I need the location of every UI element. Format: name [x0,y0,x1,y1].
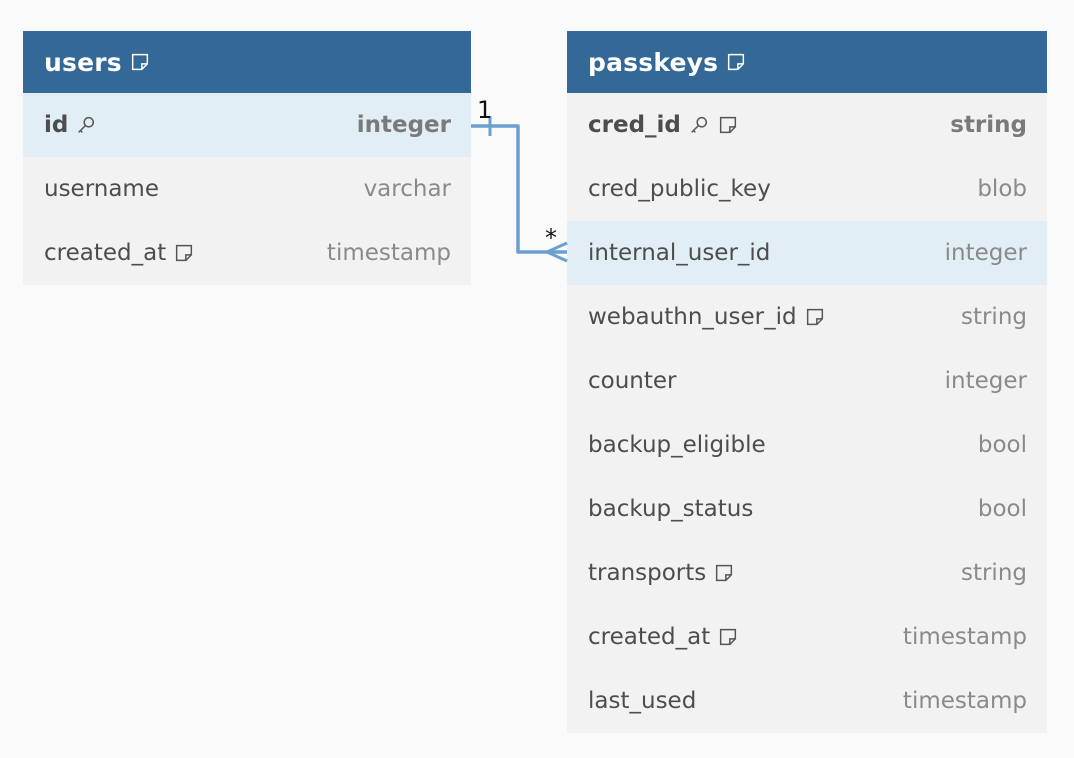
column-type: bool [977,496,1027,522]
table-row[interactable]: last_used timestamp [567,669,1047,733]
column-name: id [44,112,69,138]
table-title: passkeys [588,47,719,77]
column-type: integer [356,112,451,138]
note-icon[interactable] [725,51,747,73]
column-type: blob [977,176,1027,202]
table-header-passkeys[interactable]: passkeys [567,31,1047,93]
column-name: internal_user_id [588,240,771,266]
table-users[interactable]: users id integer username varchar create… [23,31,471,285]
table-row[interactable]: internal_user_id integer [567,221,1047,285]
key-icon [75,114,97,136]
column-type: bool [977,432,1027,458]
column-type: timestamp [326,240,451,266]
table-row[interactable]: backup_status bool [567,477,1047,541]
column-name: cred_id [588,112,681,138]
column-type: string [960,560,1027,586]
column-name: counter [588,368,677,394]
table-row[interactable]: counter integer [567,349,1047,413]
key-icon [688,114,710,136]
column-type: timestamp [902,688,1027,714]
cardinality-many: * [545,224,557,252]
table-row[interactable]: transports string [567,541,1047,605]
note-icon[interactable] [804,306,826,328]
table-row[interactable]: username varchar [23,157,471,221]
table-title: users [44,47,122,77]
column-name: backup_status [588,496,754,522]
column-name: transports [588,560,707,586]
table-passkeys[interactable]: passkeys cred_id string cred_public_key … [567,31,1047,733]
table-row[interactable]: created_at timestamp [567,605,1047,669]
column-name: last_used [588,688,697,714]
column-name: created_at [588,624,711,650]
column-name: cred_public_key [588,176,771,202]
note-icon[interactable] [717,626,739,648]
table-header-users[interactable]: users [23,31,471,93]
table-row[interactable]: cred_id string [567,93,1047,157]
column-name: username [44,176,159,202]
table-row[interactable]: backup_eligible bool [567,413,1047,477]
note-icon[interactable] [713,562,735,584]
note-icon[interactable] [717,114,739,136]
note-icon[interactable] [129,51,151,73]
column-type: varchar [363,176,451,202]
column-type: integer [944,368,1027,394]
table-row[interactable]: webauthn_user_id string [567,285,1047,349]
cardinality-one: 1 [477,96,493,124]
column-type: string [950,112,1027,138]
column-name: webauthn_user_id [588,304,797,330]
column-name: backup_eligible [588,432,766,458]
column-name: created_at [44,240,167,266]
table-row[interactable]: cred_public_key blob [567,157,1047,221]
table-row[interactable]: id integer [23,93,471,157]
column-type: string [960,304,1027,330]
column-type: timestamp [902,624,1027,650]
column-type: integer [944,240,1027,266]
note-icon[interactable] [173,242,195,264]
table-row[interactable]: created_at timestamp [23,221,471,285]
